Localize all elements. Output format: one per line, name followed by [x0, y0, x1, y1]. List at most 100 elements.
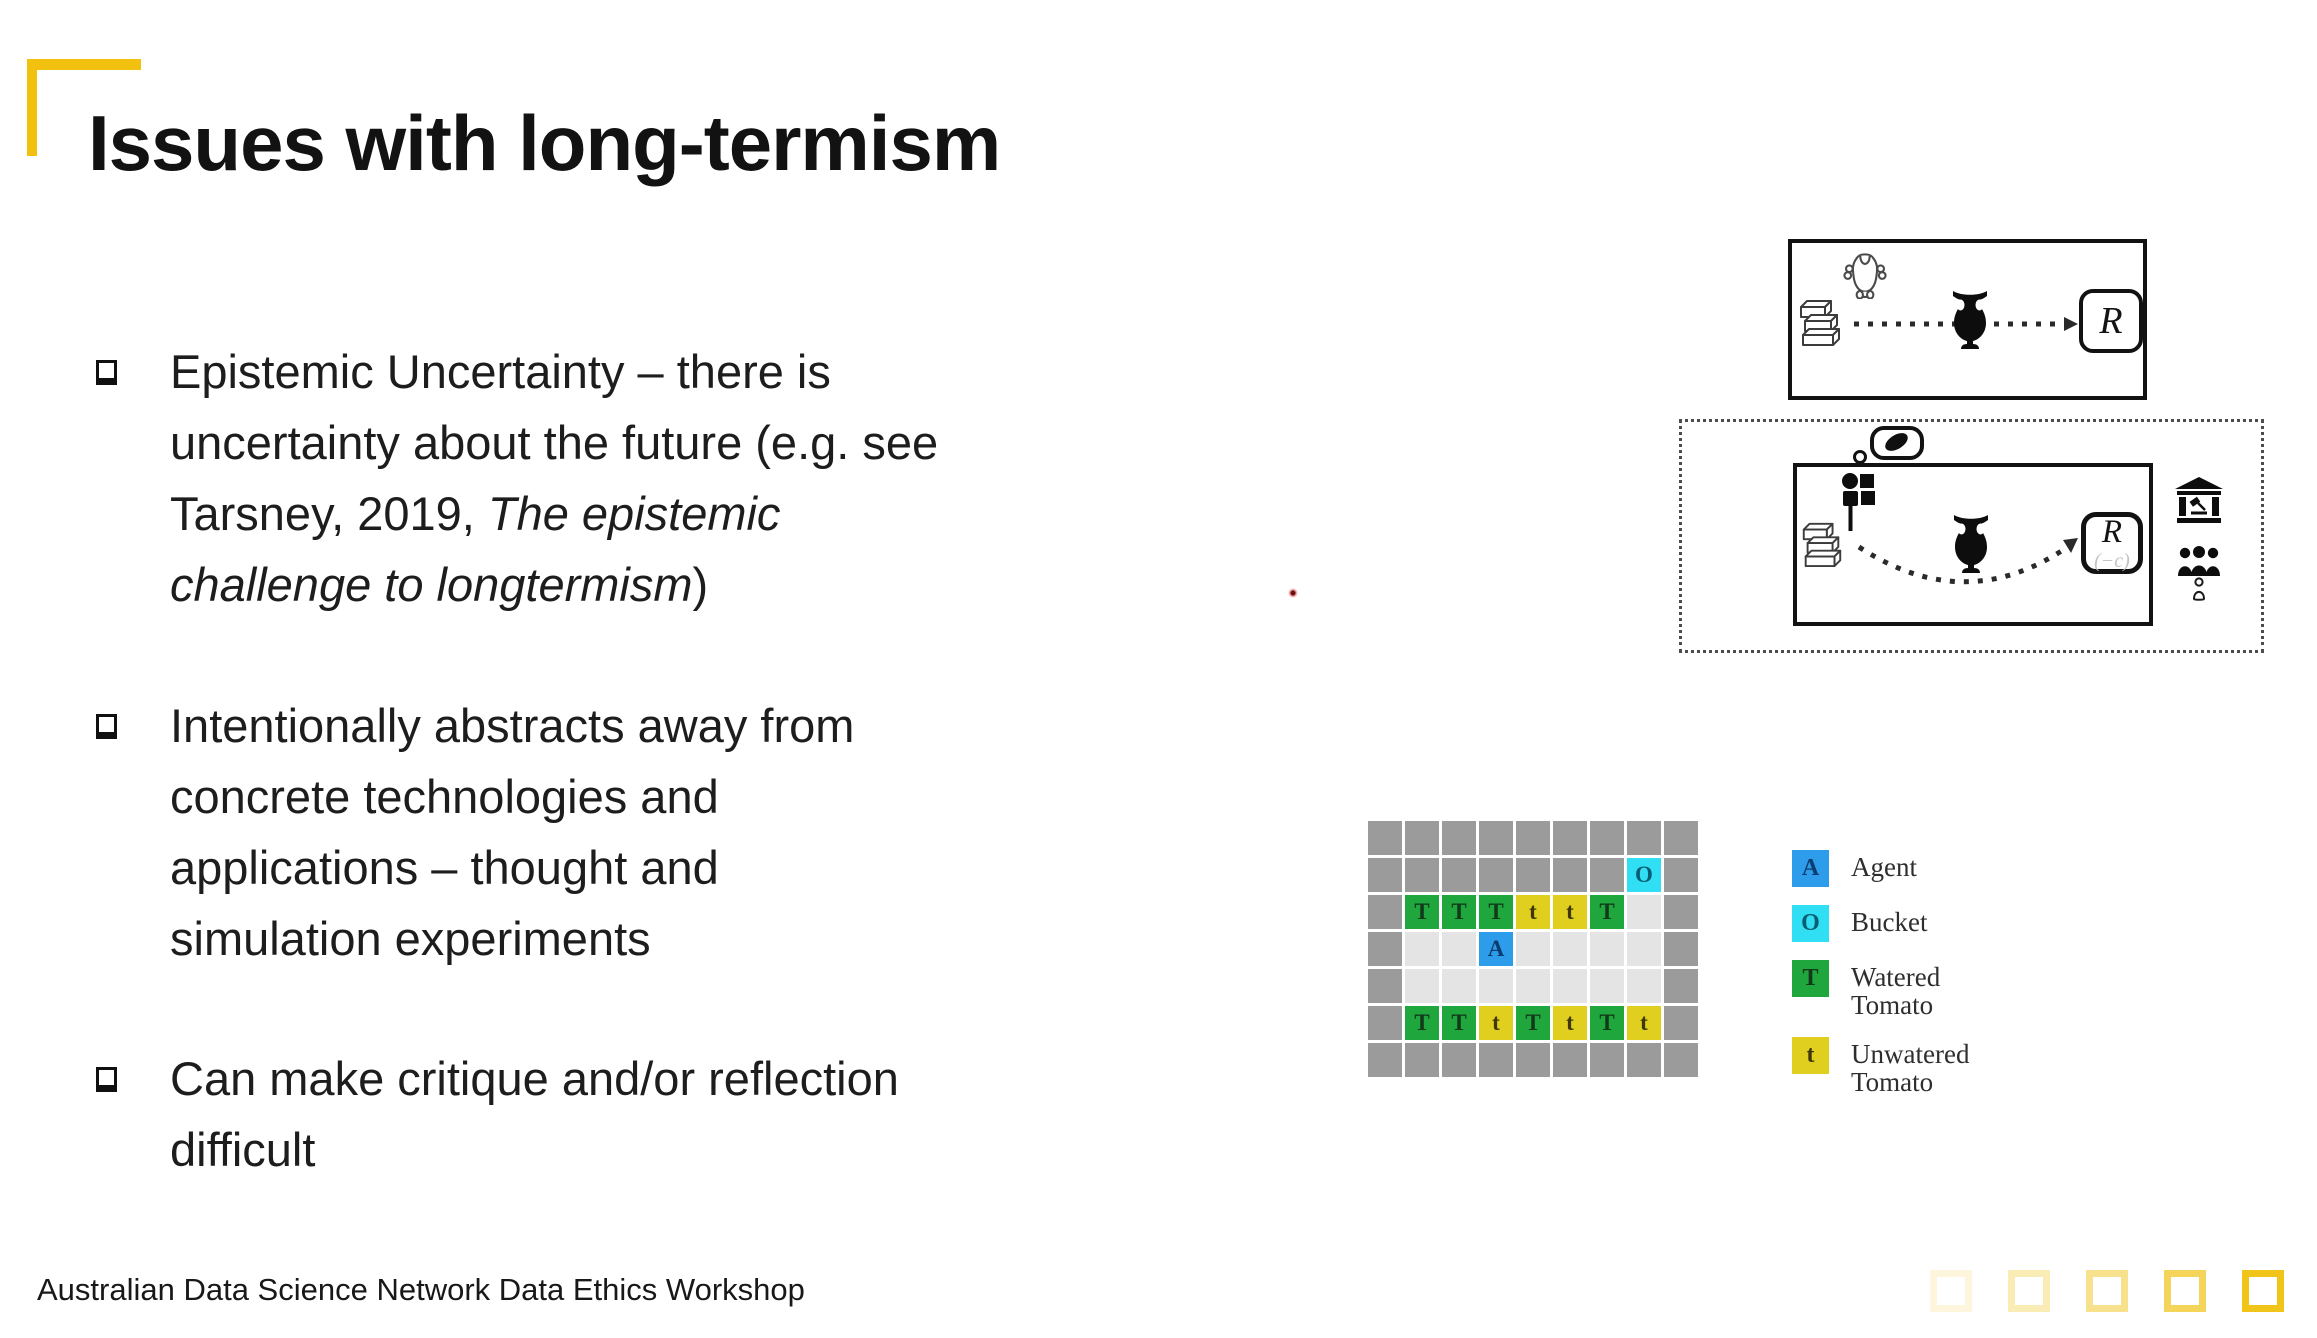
bullet-line: concrete technologies and [170, 770, 719, 823]
grid-cell [1664, 1043, 1698, 1077]
grid-cell [1516, 821, 1550, 855]
grid-cell [1627, 969, 1661, 1003]
grid-cell: T [1442, 895, 1476, 929]
grid-cell: t [1553, 895, 1587, 929]
corner-accent-vertical [27, 59, 37, 156]
grid-cell [1664, 858, 1698, 892]
grid-cell [1627, 895, 1661, 929]
page-title: Issues with long-termism [88, 99, 1001, 187]
grid-cell: A [1479, 932, 1513, 966]
grid-cell [1479, 1043, 1513, 1077]
legend-label: Agent [1851, 852, 1917, 882]
vase-icon [1953, 291, 1987, 349]
reward-box: R [2079, 289, 2143, 353]
bullet-line: Can make critique and/or reflection [170, 1052, 899, 1105]
thought-bubble-icon [1870, 426, 1924, 460]
legend-key-square: T [1792, 960, 1829, 997]
legend-key-square: t [1792, 1037, 1829, 1074]
grid-cell [1627, 821, 1661, 855]
grid-cell [1368, 821, 1402, 855]
grid-cell [1627, 932, 1661, 966]
legend-label: Bucket [1851, 907, 1928, 937]
laser-pointer-dot [1288, 588, 1298, 598]
footer-text: Australian Data Science Network Data Eth… [37, 1272, 805, 1307]
grid-cell [1553, 858, 1587, 892]
grid-cell [1479, 969, 1513, 1003]
bullet-line: applications – thought and [170, 841, 719, 894]
bullet-line: difficult [170, 1123, 316, 1176]
legend-label: Watered Tomato [1851, 962, 1941, 1020]
grid-cell [1590, 969, 1624, 1003]
legend-row: O Bucket [1792, 905, 1986, 942]
legend-key-square: A [1792, 850, 1829, 887]
grid-cell: t [1627, 1006, 1661, 1040]
bullet-line: simulation experiments [170, 912, 651, 965]
bullet-line: Tarsney, 2019, The epistemic [170, 487, 781, 540]
legend-key-square: O [1792, 905, 1829, 942]
grid-cell [1442, 932, 1476, 966]
legend-row: T Watered Tomato [1792, 960, 1986, 1019]
books-stack-icon [1802, 522, 1842, 568]
bullet-line: uncertainty about the future (e.g. see [170, 416, 939, 469]
counterfactual-panel: R (−c) [1679, 419, 2264, 653]
grid-cell [1664, 932, 1698, 966]
grid-cell [1479, 821, 1513, 855]
grid-cell: T [1590, 895, 1624, 929]
grid-cell [1516, 1043, 1550, 1077]
people-group-icon [2178, 546, 2220, 576]
grid-cell: t [1516, 895, 1550, 929]
progress-square-icon [2086, 1270, 2128, 1312]
grid-cell [1368, 858, 1402, 892]
grid-cell [1664, 1006, 1698, 1040]
grid-cell [1627, 1043, 1661, 1077]
legend-row: A Agent [1792, 850, 1986, 887]
progress-square-icon [2242, 1270, 2284, 1312]
reward-cost-box: R (−c) [2081, 512, 2143, 574]
progress-square-icon [1930, 1270, 1972, 1312]
grid-cell [1442, 858, 1476, 892]
grid-cell [1664, 821, 1698, 855]
grid-cell [1664, 969, 1698, 1003]
cost-label: (−c) [2094, 549, 2130, 572]
vase-icon [1954, 515, 1988, 573]
progress-square-icon [2164, 1270, 2206, 1312]
person-outline-icon [2192, 577, 2206, 601]
bullet-square-icon [96, 1067, 117, 1092]
grid-cell [1442, 1043, 1476, 1077]
grid-cell: T [1516, 1006, 1550, 1040]
grid-cell [1590, 932, 1624, 966]
courthouse-gavel-icon [2175, 477, 2223, 523]
grid-cell [1368, 895, 1402, 929]
grid-cell [1442, 821, 1476, 855]
grid-cell: T [1405, 895, 1439, 929]
slide-progress-squares [1930, 1270, 2284, 1312]
grid-cell: t [1479, 1006, 1513, 1040]
person-with-blocks-icon [1842, 473, 1875, 531]
grid-cell [1479, 858, 1513, 892]
progress-square-icon [2008, 1270, 2050, 1312]
corner-accent-horizontal [27, 59, 141, 70]
reward-label: R [2099, 300, 2123, 342]
grid-cell [1405, 932, 1439, 966]
bullet-text: Can make critique and/or reflection diffi… [170, 1043, 899, 1185]
robot-icon [1843, 253, 1887, 299]
legend-label: Unwatered Tomato [1851, 1039, 1970, 1097]
grid-cell: t [1553, 1006, 1587, 1040]
grid-cell [1368, 1043, 1402, 1077]
bullet-item: Can make critique and/or reflection diffi… [96, 1043, 899, 1185]
grid-cell [1553, 1043, 1587, 1077]
grid-cell [1368, 932, 1402, 966]
grid-cell [1664, 895, 1698, 929]
grid-cell [1405, 1043, 1439, 1077]
grid-cell: T [1405, 1006, 1439, 1040]
bullet-line: challenge to longtermism) [170, 558, 709, 611]
bullet-square-icon [96, 714, 117, 739]
books-stack-icon [1800, 300, 1840, 346]
